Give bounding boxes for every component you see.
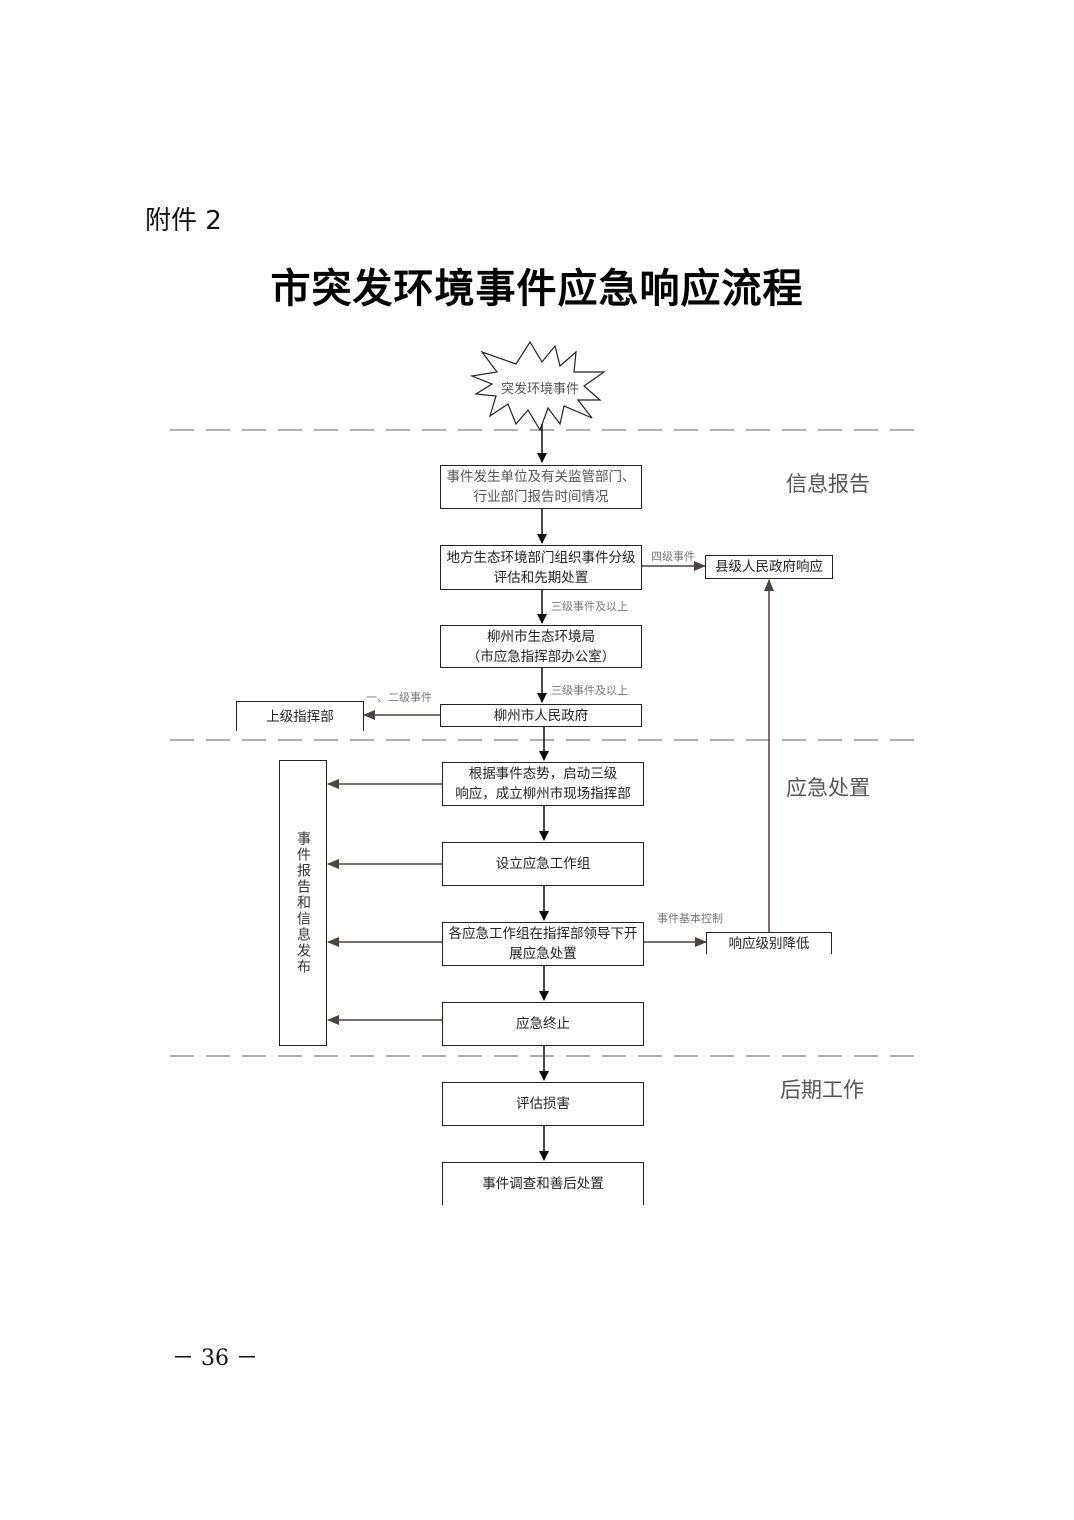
edge-label-controlled: 事件基本控制 bbox=[657, 912, 723, 925]
node-groups: 设立应急工作组 bbox=[442, 842, 644, 886]
edge-label-level3-up-2: 三级事件及以上 bbox=[551, 684, 628, 697]
phase-label-info-report: 信息报告 bbox=[786, 472, 870, 496]
node-assess-damage: 评估损害 bbox=[442, 1082, 644, 1126]
phase-label-follow-up: 后期工作 bbox=[780, 1078, 864, 1102]
page-number: － 36 － bbox=[172, 1346, 258, 1371]
attachment-label: 附件 2 bbox=[145, 206, 222, 236]
node-terminate: 应急终止 bbox=[442, 1002, 644, 1046]
node-handling: 各应急工作组在指挥部领导下开 展应急处置 bbox=[442, 922, 644, 966]
node-county: 县级人民政府响应 bbox=[705, 555, 833, 579]
edge-label-level4: 四级事件 bbox=[651, 550, 695, 563]
node-info-release: 事件报告和信息发布 bbox=[279, 760, 327, 1046]
edge-label-level3-up-1: 三级事件及以上 bbox=[551, 600, 628, 613]
phase-label-emergency-handling: 应急处置 bbox=[786, 776, 870, 800]
node-investigate: 事件调查和善后处置 bbox=[442, 1162, 644, 1205]
document-title: 市突发环境事件应急响应流程 bbox=[270, 265, 804, 312]
node-downgrade: 响应级别降低 bbox=[706, 932, 832, 954]
node-launch: 根据事件态势，启动三级 响应，成立柳州市现场指挥部 bbox=[442, 762, 644, 806]
starburst-shape bbox=[469, 340, 606, 432]
node-bureau: 柳州市生态环境局 （市应急指挥部办公室） bbox=[440, 625, 642, 668]
edge-label-level12: 一、二级事件 bbox=[366, 691, 432, 704]
node-assess: 地方生态环境部门组织事件分级 评估和先期处置 bbox=[440, 545, 642, 590]
node-info-release-label: 事件报告和信息发布 bbox=[295, 831, 311, 975]
node-city-gov: 柳州市人民政府 bbox=[440, 704, 642, 727]
node-report: 事件发生单位及有关监管部门、 行业部门报告时间情况 bbox=[440, 465, 642, 509]
node-start: 突发环境事件 bbox=[501, 382, 580, 397]
node-superior: 上级指挥部 bbox=[236, 701, 364, 731]
